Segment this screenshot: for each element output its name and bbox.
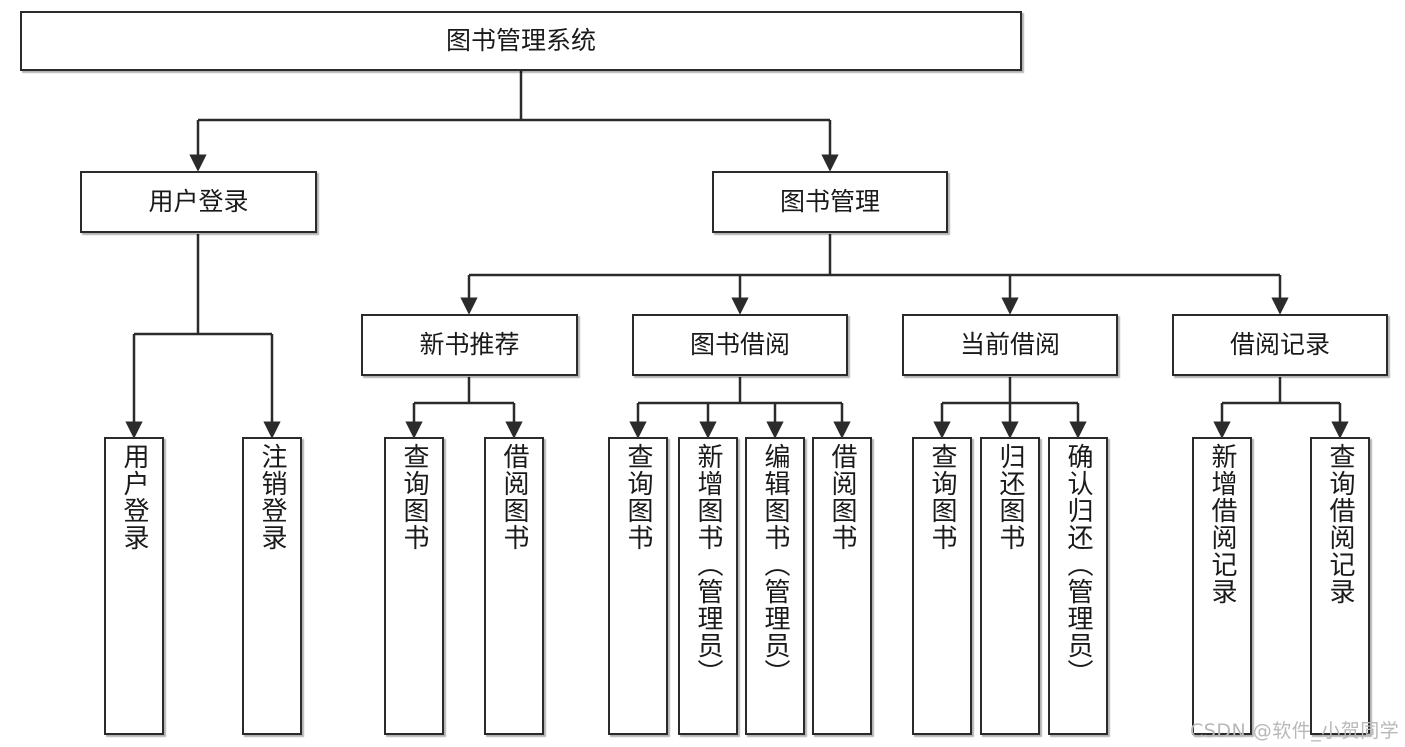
node-leaf-query-book-1-label: 查询图书: [399, 443, 429, 551]
node-borrow-record[interactable]: 借阅记录: [1172, 314, 1388, 376]
node-leaf-add-book[interactable]: 新增图书（管理员）: [678, 437, 738, 735]
node-leaf-query-book-3-label: 查询图书: [927, 443, 957, 551]
node-root-label: 图书管理系统: [445, 26, 596, 55]
node-root[interactable]: 图书管理系统: [20, 11, 1022, 71]
node-leaf-add-record[interactable]: 新增借阅记录: [1192, 437, 1252, 735]
node-leaf-query-book-3[interactable]: 查询图书: [912, 437, 972, 735]
node-leaf-return-book-label: 归还图书: [995, 443, 1025, 551]
node-leaf-query-book-2[interactable]: 查询图书: [608, 437, 668, 735]
node-book-borrow-label: 图书借阅: [689, 330, 790, 359]
node-leaf-query-record[interactable]: 查询借阅记录: [1310, 437, 1370, 735]
node-user-login-label: 用户登录: [148, 187, 249, 216]
node-leaf-confirm-return-label: 确认归还（管理员）: [1063, 443, 1093, 686]
node-leaf-confirm-return[interactable]: 确认归还（管理员）: [1048, 437, 1108, 735]
node-user-login[interactable]: 用户登录: [80, 171, 317, 233]
node-leaf-add-record-label: 新增借阅记录: [1207, 443, 1237, 605]
node-new-book-rec[interactable]: 新书推荐: [361, 314, 578, 376]
node-leaf-return-book[interactable]: 归还图书: [980, 437, 1040, 735]
node-leaf-borrow-book-2[interactable]: 借阅图书: [812, 437, 872, 735]
node-leaf-logout-label: 注销登录: [257, 443, 287, 551]
node-borrow-record-label: 借阅记录: [1229, 330, 1330, 359]
node-book-manage[interactable]: 图书管理: [712, 171, 948, 233]
node-leaf-borrow-book-1[interactable]: 借阅图书: [484, 437, 544, 735]
node-leaf-query-book-2-label: 查询图书: [623, 443, 653, 551]
node-leaf-borrow-book-2-label: 借阅图书: [827, 443, 857, 551]
node-leaf-query-record-label: 查询借阅记录: [1325, 443, 1355, 605]
node-leaf-add-book-label: 新增图书（管理员）: [693, 443, 723, 686]
node-leaf-edit-book-label: 编辑图书（管理员）: [760, 443, 790, 686]
node-new-book-rec-label: 新书推荐: [419, 330, 520, 359]
node-leaf-borrow-book-1-label: 借阅图书: [499, 443, 529, 551]
node-leaf-user-login-label: 用户登录: [119, 443, 149, 551]
node-current-borrow-label: 当前借阅: [959, 330, 1060, 359]
node-book-manage-label: 图书管理: [779, 187, 880, 216]
node-leaf-query-book-1[interactable]: 查询图书: [384, 437, 444, 735]
node-leaf-edit-book[interactable]: 编辑图书（管理员）: [745, 437, 805, 735]
csdn-watermark: CSDN @软件_小贺同学: [1190, 720, 1400, 742]
node-book-borrow[interactable]: 图书借阅: [632, 314, 848, 376]
node-current-borrow[interactable]: 当前借阅: [902, 314, 1118, 376]
node-leaf-user-login[interactable]: 用户登录: [104, 437, 164, 735]
node-leaf-logout[interactable]: 注销登录: [242, 437, 302, 735]
